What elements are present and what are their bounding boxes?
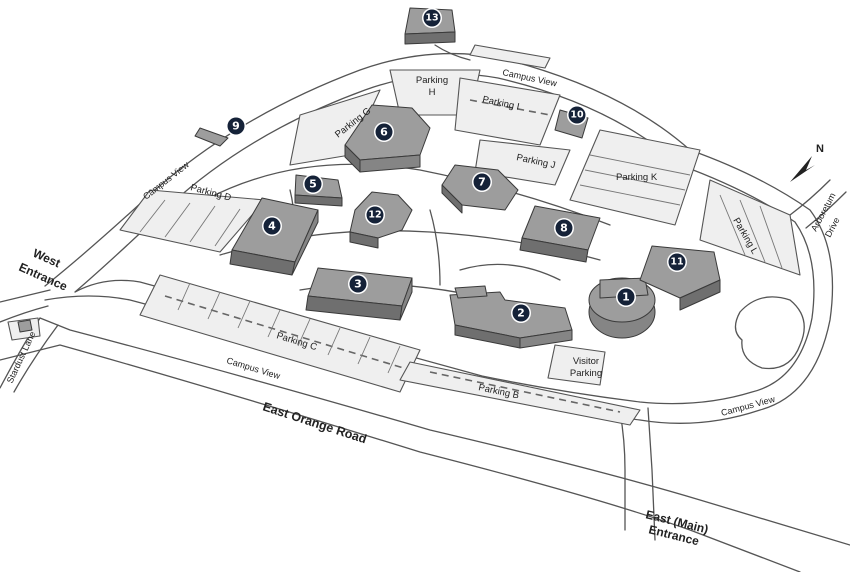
interior-drive-north [204,163,611,226]
building-4-number: 4 [268,220,276,233]
north-arrow-icon [790,156,815,182]
building-markers: 1 2 3 4 5 6 7 8 9 10 11 [226,8,687,323]
north-arrow-label: N [816,143,824,155]
west-entrance-road-north [0,289,51,303]
parking-i-divider [469,99,551,116]
building-7-marker[interactable]: 7 [472,172,492,192]
building-3-marker[interactable]: 3 [348,274,368,294]
visitor-parking-label-line2: Parking [570,368,602,379]
building-5-number: 5 [309,178,317,191]
building-8-number: 8 [560,222,568,235]
building-13-number: 13 [425,13,438,24]
north-arrow: N [790,143,824,182]
building-11-number: 11 [670,257,683,268]
building-11-marker[interactable]: 11 [667,252,687,272]
building-9-marker[interactable]: 9 [226,116,246,136]
building-13-shape [404,7,456,45]
building-6-number: 6 [380,126,388,139]
parking-h-label-line1: Parking [416,75,448,86]
arboretum-drive-label-line2: Drive [823,216,842,239]
building-1-marker[interactable]: 1 [616,287,636,307]
building-4-marker[interactable]: 4 [262,216,282,236]
east-entrance-road-left [619,411,626,531]
building-5-marker[interactable]: 5 [303,174,323,194]
building-6-marker[interactable]: 6 [374,122,394,142]
west-entrance-label-line2: Entrance [17,260,70,294]
building-10-number: 10 [570,110,584,121]
drive-to-building-13 [434,44,471,61]
building-11-shape [639,245,721,311]
west-entrance-road-south [0,305,49,323]
building-1-number: 1 [622,291,630,304]
building-2-number: 2 [517,307,525,320]
interior-drive-center [429,209,441,286]
parking-k-label: Parking K [616,172,658,183]
parking-b-divider [429,371,621,413]
parking-h-label-line2: H [429,87,436,98]
east-entrance-road-right [647,407,656,541]
interior-drive-plaza [459,263,561,281]
building-2-marker[interactable]: 2 [511,303,531,323]
parking-c-stalls [177,282,401,374]
parking-strip-north [469,44,551,69]
parking-l-lot [699,179,801,276]
parking-c-divider [164,295,411,371]
building-9-shape [194,127,229,147]
building-12-number: 12 [368,210,381,221]
stardust-lane-east [13,324,59,393]
parking-i-lot [454,77,561,146]
building-13-marker[interactable]: 13 [422,8,442,28]
east-orange-road-lower-edge [0,344,801,572]
building-1-shape [588,277,656,339]
building-12-marker[interactable]: 12 [365,205,385,225]
parking-l-stalls [719,194,783,269]
campus-view-label-north: Campus View [502,67,559,88]
parking-c-lot [139,274,421,393]
east-orange-road-label: East Orange Road [261,400,368,447]
stardust-lane-house [17,319,33,333]
parking-d-stalls [139,199,241,247]
building-10-marker[interactable]: 10 [567,105,587,125]
parking-d-lot [119,189,266,253]
building-7-number: 7 [478,176,486,189]
pond [734,296,805,370]
east-orange-road-upper-edge [39,317,850,546]
arboretum-drive-west [789,179,831,216]
parking-k-stalls [579,154,691,206]
building-2-shape [449,285,573,349]
parking-k-lot [569,129,701,226]
arboretum-drive-east [805,191,847,229]
building-9-number: 9 [232,120,240,133]
building-3-number: 3 [354,278,362,291]
parking-lots-layer [7,44,801,426]
parking-b-lot [399,361,641,426]
building-8-marker[interactable]: 8 [554,218,574,238]
visitor-parking-lot [547,344,606,386]
visitor-parking-label-line1: Visitor [573,356,599,367]
campus-view-label-south: Campus View [225,355,281,381]
